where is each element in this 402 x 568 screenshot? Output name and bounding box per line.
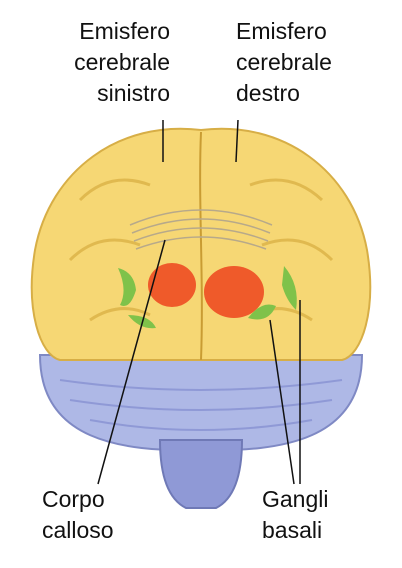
label-line: Emisfero: [236, 18, 327, 44]
basal-ganglia-right-green-lower: [248, 304, 276, 320]
label-right-hemisphere: Emisfero cerebrale destro: [236, 16, 332, 109]
label-line: cerebrale: [236, 49, 332, 75]
label-line: Emisfero: [79, 18, 170, 44]
label-left-hemisphere: Emisfero cerebrale sinistro: [52, 16, 170, 109]
label-line: calloso: [42, 517, 114, 543]
brainstem: [158, 439, 244, 509]
label-line: Corpo: [42, 486, 105, 512]
basal-ganglia-right-red: [204, 266, 264, 318]
basal-ganglia-right-green: [282, 266, 297, 310]
label-line: destro: [236, 80, 300, 106]
label-line: sinistro: [97, 80, 170, 106]
cortex-gyri: [68, 178, 334, 322]
basal-ganglia-left-green: [118, 268, 136, 306]
label-corpus-callosum: Corpo calloso: [42, 484, 114, 546]
label-basal-ganglia: Gangli basali: [262, 484, 328, 546]
leader-corpus-callosum: [97, 239, 166, 485]
longitudinal-fissure: [199, 131, 203, 361]
label-line: basali: [262, 517, 323, 543]
label-line: Gangli: [262, 486, 329, 512]
basal-ganglia-left-red: [148, 263, 196, 307]
leader-basal-ganglia-1: [269, 319, 295, 485]
corpus-callosum: [129, 209, 273, 250]
label-line: cerebrale: [74, 49, 170, 75]
leader-right-hemisphere: [235, 119, 239, 163]
